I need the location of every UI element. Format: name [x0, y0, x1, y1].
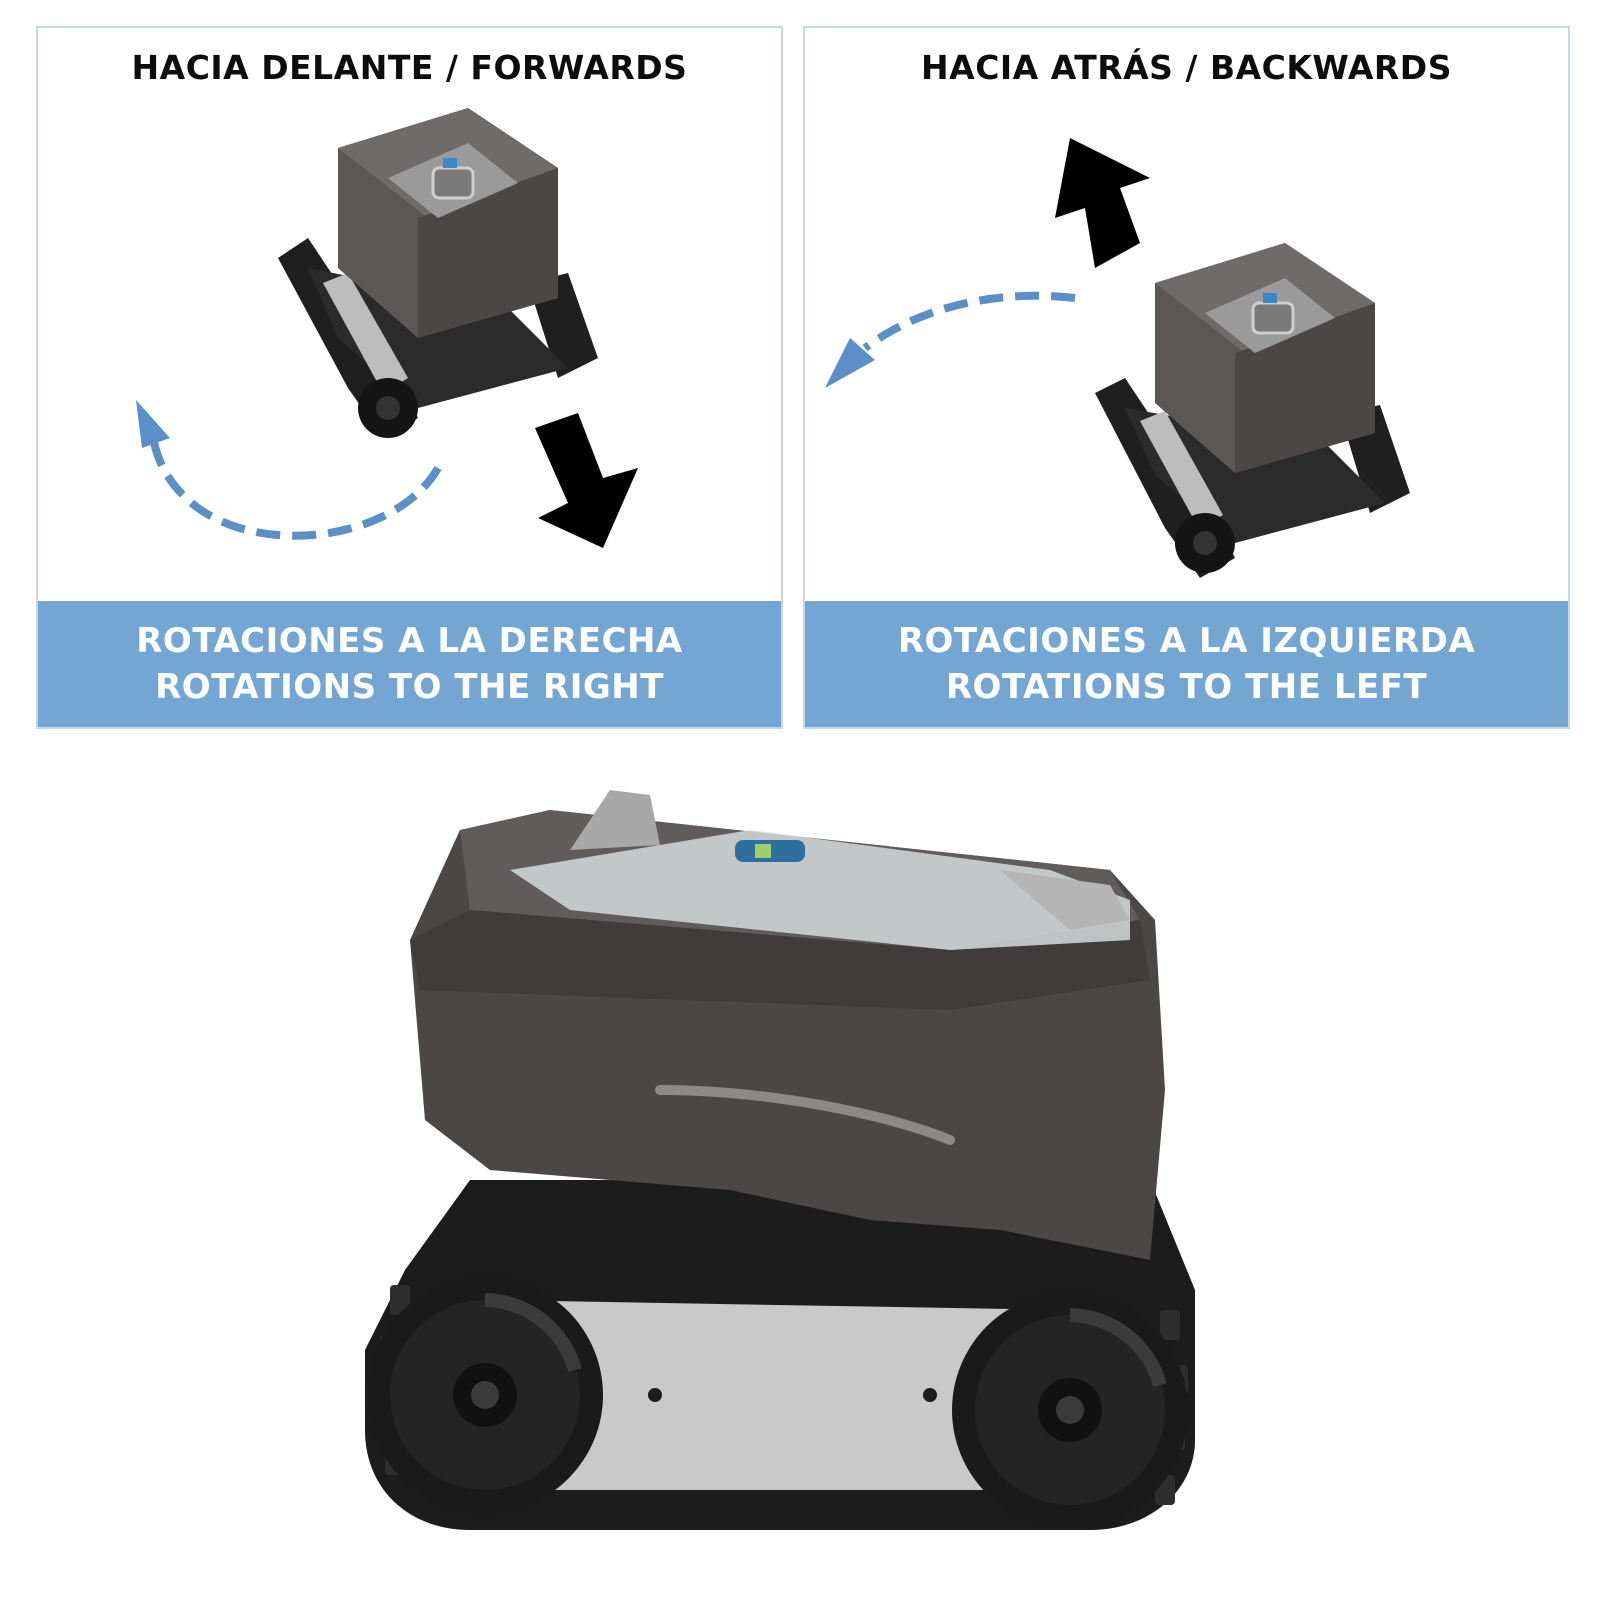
forward-caption-es: ROTACIONES A LA DERECHA	[136, 621, 683, 661]
robot-wheel-front	[367, 1277, 603, 1513]
backward-illustration	[825, 138, 1410, 578]
forward-illustration	[136, 108, 638, 548]
pool-cleaning-robot-image	[365, 790, 1195, 1530]
backward-caption: ROTACIONES A LA IZQUIERDA ROTATIONS TO T…	[805, 601, 1568, 727]
small-robot-image-forward	[278, 108, 598, 438]
backward-panel: HACIA ATRÁS / BACKWARDS ROTACIONE	[803, 26, 1570, 729]
dashed-curved-arrow-icon-right	[136, 400, 442, 540]
robot-wheel-rear	[952, 1292, 1188, 1528]
black-arrow-icon-backward	[1055, 138, 1150, 268]
robot-lid	[510, 790, 1130, 950]
forward-caption: ROTACIONES A LA DERECHA ROTATIONS TO THE…	[38, 601, 781, 727]
backward-caption-es: ROTACIONES A LA IZQUIERDA	[897, 621, 1476, 661]
forward-title: HACIA DELANTE / FORWARDS	[131, 48, 688, 87]
backward-caption-en: ROTATIONS TO THE LEFT	[945, 667, 1428, 707]
dashed-curved-arrow-icon-left	[825, 291, 1076, 388]
forward-caption-en: ROTATIONS TO THE RIGHT	[155, 667, 664, 707]
small-robot-image-backward	[1095, 243, 1410, 578]
forward-panel: HACIA DELANTE / FORWARDS	[36, 26, 783, 729]
black-arrow-icon-forward	[535, 413, 638, 548]
backward-title: HACIA ATRÁS / BACKWARDS	[921, 48, 1452, 87]
